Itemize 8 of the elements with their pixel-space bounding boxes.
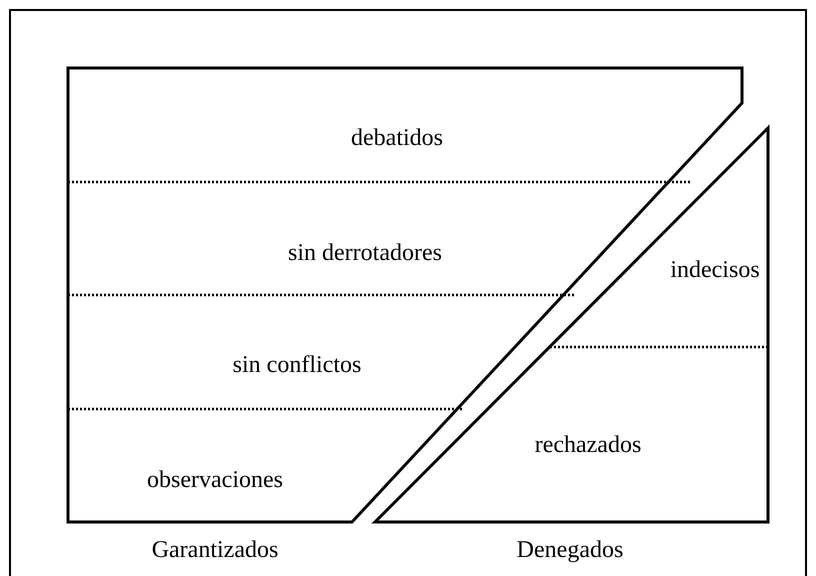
band-label: sin conflictos	[232, 352, 362, 378]
band-label: rechazados	[534, 432, 642, 458]
band-label: sin derrotadores	[288, 240, 442, 266]
band-label: indecisos	[670, 256, 760, 284]
band-label: observaciones	[147, 466, 283, 494]
region-heading: Denegados	[516, 536, 624, 564]
band-label: debatidos	[351, 124, 443, 152]
region-heading: Garantizados	[152, 536, 278, 564]
